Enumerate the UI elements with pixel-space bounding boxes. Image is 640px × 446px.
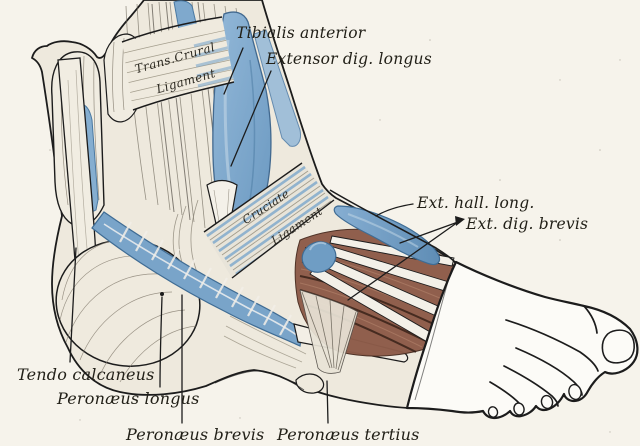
peroneal-tendons-sheath bbox=[91, 211, 303, 347]
leader-ext-dig-brevis-a bbox=[399, 221, 459, 244]
leader-peronaeus-longus bbox=[159, 296, 163, 388]
leader-tendo-calcaneus bbox=[69, 247, 77, 363]
sole-contour bbox=[214, 370, 305, 391]
label-peronaeus-tertius: Peronæus tertius bbox=[276, 425, 420, 444]
leader-peronaeus-tertius bbox=[326, 380, 329, 424]
extensor-tendon-ribbons bbox=[309, 235, 463, 348]
extensor-sheath-front-blue bbox=[253, 29, 301, 147]
transverse-crural-ligament: Trans.Crural Ligament bbox=[121, 16, 235, 111]
label-ext-hall-long: Ext. hall. long. bbox=[416, 194, 534, 212]
label-extensor-dig-longus: Extensor dig. longus bbox=[265, 50, 432, 68]
label-ext-dig-brevis: Ext. dig. brevis bbox=[465, 215, 588, 233]
retinaculum-cross-fibers bbox=[119, 221, 292, 336]
leader-extensor-dig-longus bbox=[230, 70, 272, 167]
ext-hallucis-longus-sheath-blue bbox=[333, 205, 441, 266]
forefoot-skin bbox=[405, 260, 639, 420]
fifth-metatarsal-bump bbox=[295, 373, 325, 394]
label-peronaeus-brevis: Peronæus brevis bbox=[125, 425, 264, 444]
leader-ext-dig-brevis-b bbox=[347, 221, 459, 301]
leader-ext-hall-long bbox=[375, 203, 414, 217]
peroneus-tertius bbox=[299, 289, 359, 374]
label-tendo-calcaneus: Tendo calcaneus bbox=[17, 365, 155, 384]
leader-lines bbox=[69, 47, 459, 424]
small-toe-nails bbox=[487, 383, 582, 418]
label-peronaeus-longus: Peronæus longus bbox=[56, 389, 200, 408]
label-tibialis-anterior: Tibialis anterior bbox=[236, 24, 367, 42]
paper-speckles bbox=[49, 39, 621, 433]
leader-arrowhead-ext-dig-brevis bbox=[455, 216, 465, 226]
leader-tibialis-anterior bbox=[223, 47, 244, 95]
leader-dot-peronaeus-longus bbox=[160, 292, 164, 296]
big-toe-nail bbox=[601, 329, 635, 364]
dorsum-contour bbox=[329, 189, 457, 264]
skin-cuff-inner-line bbox=[414, 267, 453, 401]
